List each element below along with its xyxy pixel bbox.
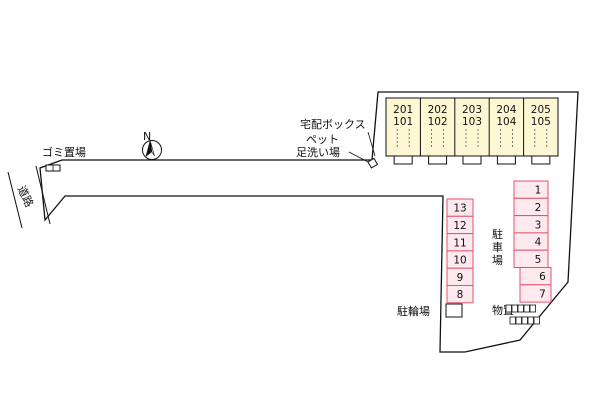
unit-lower-label: 104 xyxy=(496,116,516,128)
parking-space-number: 13 xyxy=(453,203,466,215)
unit-entrance-step xyxy=(428,155,448,165)
unit-stair-mark xyxy=(534,129,548,148)
parking-space-number: 9 xyxy=(457,272,464,284)
parking-space-number: 11 xyxy=(453,237,466,249)
storage-unit xyxy=(511,304,518,313)
north-compass-icon xyxy=(142,139,162,160)
parking-space-number: 3 xyxy=(535,219,542,231)
storage-unit xyxy=(523,304,530,313)
delivery-box-leader xyxy=(367,131,376,157)
delivery-box-label: 宅配ボックス xyxy=(300,117,366,131)
parking-space xyxy=(446,285,474,304)
parking-space-number: 2 xyxy=(535,202,542,214)
unit-entrance-step xyxy=(496,155,516,165)
storage-unit xyxy=(517,304,524,313)
storage-unit xyxy=(521,316,528,325)
parking-space xyxy=(519,284,552,303)
parking-space-number: 4 xyxy=(535,237,542,249)
parking-space-number: 6 xyxy=(539,271,546,283)
bicycle-parking-area xyxy=(445,303,463,318)
pet-wash-label-line1: ペット xyxy=(306,133,339,146)
parking-right-column: 1 2 3 4 5 6 7 xyxy=(513,180,552,303)
parking-label-3: 場 xyxy=(492,254,503,267)
storage-unit xyxy=(505,304,512,313)
unit-stair-mark xyxy=(500,129,513,148)
north-label: N xyxy=(143,130,151,143)
unit-upper-label: 205 xyxy=(531,104,551,116)
parking-space-number: 8 xyxy=(457,289,464,301)
unit-entrance-step xyxy=(393,155,413,165)
road-edge-right xyxy=(35,165,51,225)
parking-space xyxy=(513,249,549,268)
parking-label-1: 駐 xyxy=(492,227,503,241)
unit-upper-label: 204 xyxy=(496,104,516,116)
road-label: 道路 xyxy=(15,183,37,209)
parking-label-2: 車 xyxy=(492,240,503,254)
storage-unit xyxy=(529,304,536,313)
unit-entrance-step xyxy=(462,155,482,165)
parking-space xyxy=(519,267,552,286)
storage-unit xyxy=(509,316,516,325)
parking-space-number: 7 xyxy=(539,288,546,300)
parking-space xyxy=(513,215,549,234)
pet-wash-label-line2: 足洗い場 xyxy=(296,146,340,159)
pet-wash-box xyxy=(367,157,379,169)
parking-space-number: 12 xyxy=(453,220,466,232)
parking-space-number: 10 xyxy=(453,255,466,267)
unit-lower-label: 101 xyxy=(393,116,413,128)
storage-unit xyxy=(515,316,522,325)
unit-stair-mark xyxy=(465,129,479,148)
bicycle-parking-label: 駐輪場 xyxy=(397,304,430,318)
unit-upper-label: 202 xyxy=(428,104,448,116)
unit-lower-label: 102 xyxy=(428,116,448,128)
parking-space xyxy=(513,232,549,251)
storage-unit xyxy=(533,316,540,325)
unit-stair-mark xyxy=(396,129,410,148)
unit-stair-mark xyxy=(431,129,444,148)
unit-upper-label: 201 xyxy=(393,104,413,116)
unit-lower-label: 103 xyxy=(462,116,482,128)
unit-entrance-step xyxy=(531,155,551,165)
parking-left-column: 13 12 11 10 9 8 xyxy=(446,198,474,304)
storage-units xyxy=(505,304,540,325)
unit-upper-label: 203 xyxy=(462,104,482,116)
parking-space xyxy=(513,180,549,199)
road-edge-left xyxy=(7,171,23,229)
unit-lower-label: 105 xyxy=(531,116,551,128)
pet-wash-leader xyxy=(348,151,369,163)
parking-space-number: 5 xyxy=(535,254,542,266)
storage-unit xyxy=(527,316,534,325)
garbage-label: ゴミ置場 xyxy=(42,145,86,159)
parking-space-number: 1 xyxy=(535,185,542,197)
parking-space xyxy=(513,197,549,217)
